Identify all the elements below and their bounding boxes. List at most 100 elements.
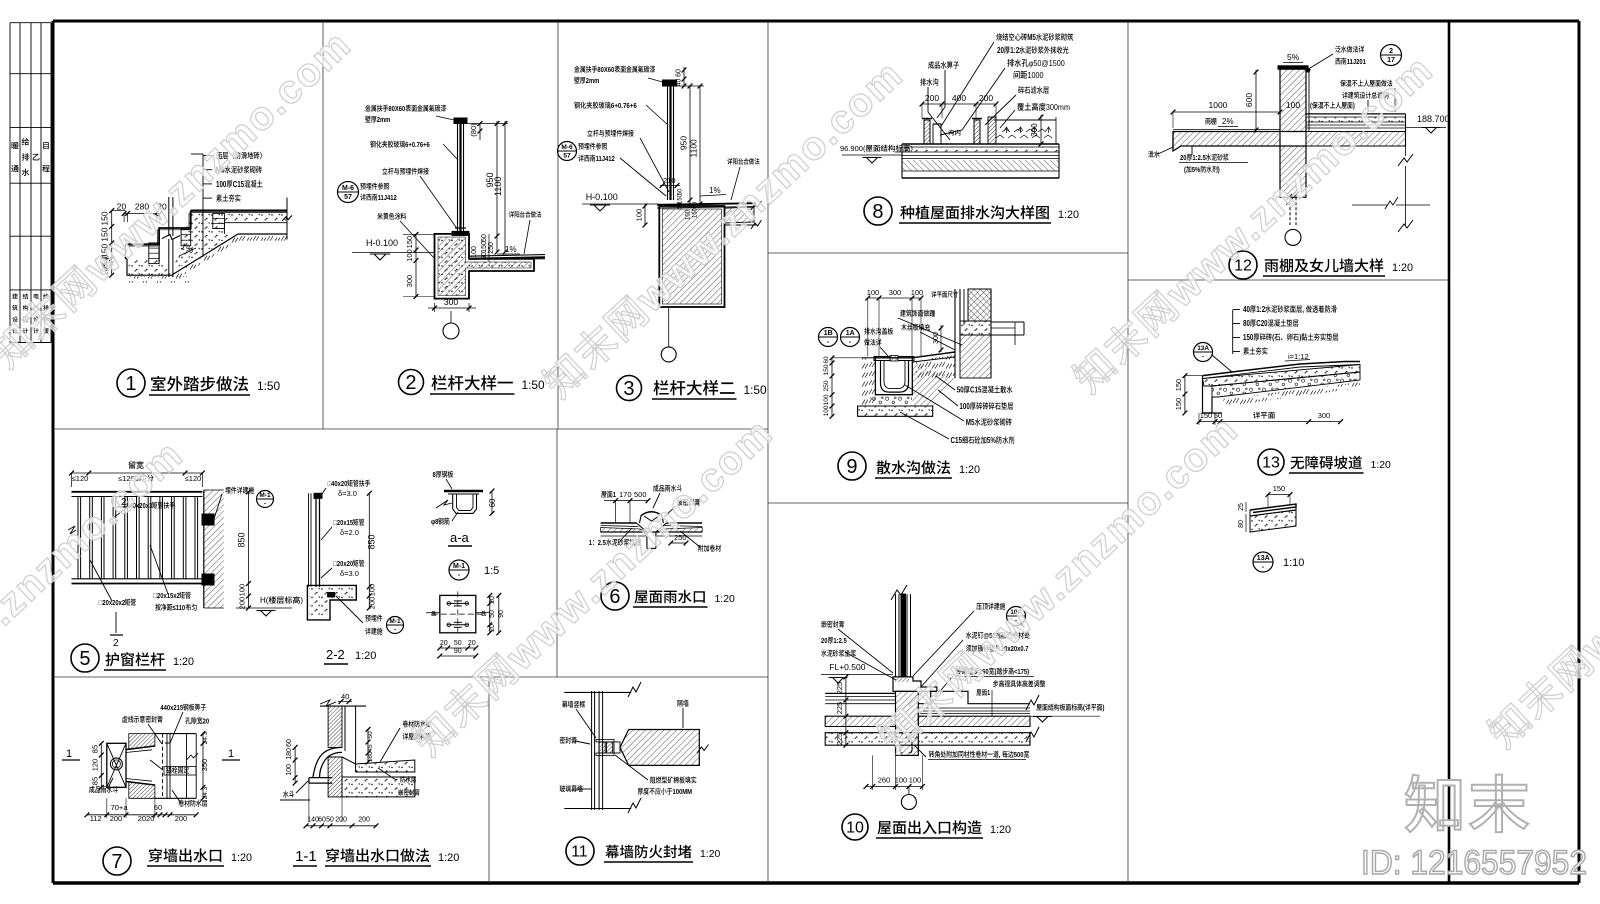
svg-text:2-2: 2-2: [326, 647, 345, 662]
svg-text:(80): (80): [469, 123, 478, 137]
svg-text:H-0.100: H-0.100: [366, 238, 398, 248]
svg-text:250: 250: [674, 533, 687, 542]
svg-text:200: 200: [238, 597, 247, 610]
svg-text:□20x20x2: □20x20x2: [99, 599, 126, 607]
svg-text:260: 260: [979, 668, 989, 676]
svg-text:50: 50: [678, 202, 684, 209]
svg-text:1000: 1000: [1209, 100, 1228, 110]
svg-text:225: 225: [835, 733, 844, 746]
svg-text:100: 100: [895, 775, 908, 784]
svg-text:150: 150: [1174, 398, 1183, 411]
svg-text:150: 150: [823, 364, 830, 375]
svg-text:180: 180: [367, 751, 374, 762]
svg-text:300: 300: [405, 275, 414, 288]
svg-text:1:2.5: 1:2.5: [1192, 154, 1206, 162]
svg-text:1: 1: [987, 689, 990, 697]
svg-text:13A: 13A: [1197, 345, 1209, 352]
svg-text:,: ,: [1302, 305, 1305, 314]
svg-text:150: 150: [1200, 411, 1213, 420]
svg-text:20: 20: [1180, 154, 1187, 162]
svg-text:1:20: 1:20: [1392, 262, 1413, 274]
svg-text:20: 20: [117, 202, 127, 212]
svg-text:20: 20: [203, 718, 210, 726]
svg-text:1:20: 1:20: [700, 849, 721, 860]
svg-text:(: (: [1184, 166, 1187, 174]
svg-text:200: 200: [979, 93, 993, 103]
svg-text:1B: 1B: [824, 330, 833, 337]
svg-text:1:50: 1:50: [257, 379, 281, 393]
svg-text:10: 10: [846, 820, 864, 837]
svg-text:1:2: 1:2: [1010, 46, 1019, 55]
svg-text:(: (: [995, 668, 998, 676]
svg-text:13: 13: [1262, 455, 1280, 472]
svg-text:200: 200: [367, 597, 376, 610]
svg-text:@500: @500: [983, 632, 999, 640]
svg-text:260: 260: [878, 775, 891, 784]
svg-text:1:20: 1:20: [990, 824, 1011, 836]
svg-text:1: 1: [66, 748, 72, 760]
svg-text:50: 50: [367, 731, 374, 739]
svg-text:280: 280: [135, 202, 149, 212]
svg-text:11J412: 11J412: [596, 155, 615, 163]
svg-text:300: 300: [933, 332, 940, 344]
svg-text:1:50: 1:50: [522, 378, 546, 392]
svg-text:a-a: a-a: [450, 530, 470, 545]
svg-text:100: 100: [238, 584, 247, 597]
svg-text:100: 100: [635, 209, 644, 222]
svg-text:100: 100: [367, 584, 376, 597]
svg-text:200: 200: [335, 817, 347, 824]
svg-text:210: 210: [663, 176, 676, 185]
svg-text:1:20: 1:20: [715, 594, 736, 605]
svg-text:25: 25: [1238, 503, 1245, 511]
svg-text:225: 225: [835, 682, 844, 695]
svg-text:8: 8: [433, 471, 436, 479]
svg-text:100: 100: [286, 764, 293, 776]
svg-text:850: 850: [237, 532, 247, 547]
svg-text:12: 12: [1234, 258, 1252, 275]
svg-text:): ): [910, 144, 913, 153]
svg-text:100: 100: [471, 246, 478, 258]
svg-text:80: 80: [1238, 520, 1245, 528]
svg-text:-: -: [849, 339, 852, 346]
svg-text:1:20: 1:20: [959, 464, 980, 476]
svg-text:180: 180: [286, 748, 293, 760]
svg-text:1:2.5: 1:2.5: [833, 637, 847, 645]
svg-text:40: 40: [1243, 305, 1250, 314]
svg-text:1A: 1A: [846, 330, 855, 337]
svg-text:2mm: 2mm: [377, 116, 391, 124]
svg-text:≤1200: ≤1200: [118, 474, 139, 483]
svg-text:20: 20: [489, 624, 496, 632]
svg-text:): ): [1103, 704, 1105, 712]
svg-text:2020: 2020: [138, 814, 155, 823]
svg-text:): ): [1299, 333, 1302, 342]
svg-text:60: 60: [823, 356, 830, 364]
svg-text:φ50@1500: φ50@1500: [1029, 58, 1066, 68]
svg-text:1100: 1100: [493, 177, 503, 196]
svg-text:10A: 10A: [1010, 609, 1022, 616]
svg-text:(: (: [1083, 704, 1086, 712]
svg-text:170: 170: [619, 490, 632, 499]
svg-text:150: 150: [100, 227, 110, 241]
svg-text:100: 100: [823, 394, 830, 405]
svg-text:1:20: 1:20: [438, 852, 459, 864]
svg-text:C20: C20: [1256, 319, 1267, 328]
svg-text:20: 20: [440, 640, 448, 647]
svg-text:6: 6: [609, 586, 620, 608]
svg-text:80: 80: [1243, 319, 1250, 328]
svg-text:57: 57: [344, 194, 352, 201]
svg-text:300mm: 300mm: [1046, 102, 1070, 112]
svg-text:3: 3: [623, 378, 634, 400]
svg-text:140: 140: [307, 817, 319, 824]
svg-text:): ): [300, 596, 303, 605]
svg-text:50: 50: [489, 610, 496, 618]
svg-text:2mm: 2mm: [586, 77, 600, 85]
svg-text:1%: 1%: [709, 186, 721, 195]
svg-text:90: 90: [498, 610, 505, 618]
svg-text:300: 300: [444, 297, 458, 307]
svg-text:100: 100: [959, 402, 969, 411]
svg-text:13A: 13A: [1257, 555, 1270, 562]
svg-text:δ=2.0: δ=2.0: [340, 528, 359, 537]
svg-text:FL+0.500: FL+0.500: [829, 662, 865, 672]
svg-text:<175): <175): [1014, 668, 1029, 676]
svg-text:440x215: 440x215: [160, 704, 183, 712]
